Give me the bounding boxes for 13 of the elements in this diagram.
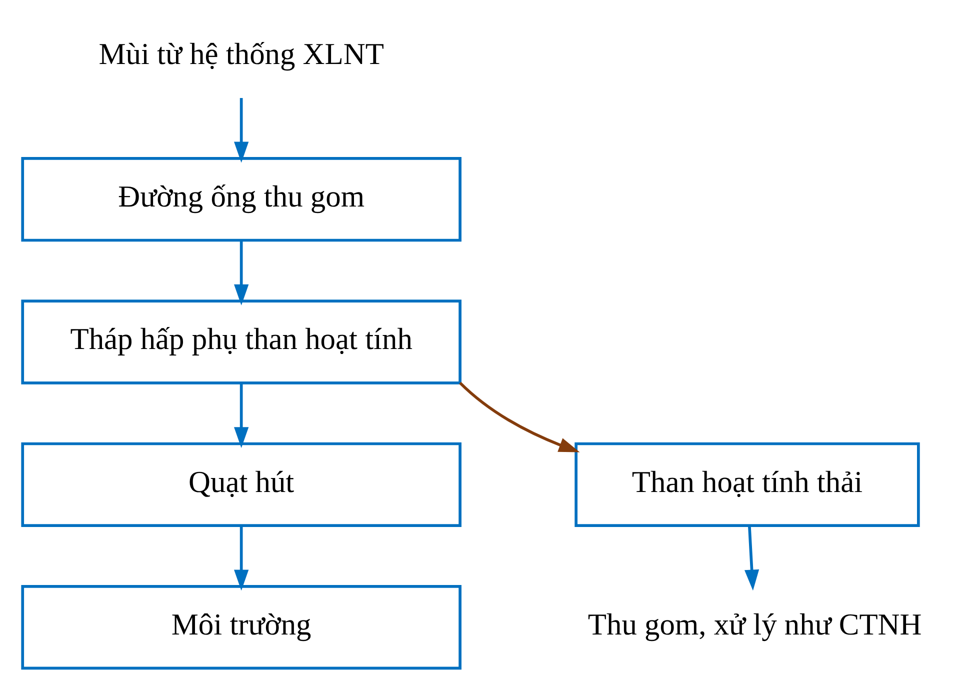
arrow xyxy=(234,526,249,591)
arrow xyxy=(234,98,249,163)
node-box: Quạt hút xyxy=(21,442,462,527)
node-box: Than hoạt tính thải xyxy=(574,442,920,527)
arrow xyxy=(744,526,760,591)
node-box: Tháp hấp phụ than hoạt tính xyxy=(21,300,462,384)
arrow xyxy=(234,383,249,448)
node-box: Đường ống thu gom xyxy=(21,157,462,242)
arrow xyxy=(234,240,249,306)
node-text: Mùi từ hệ thống XLNT xyxy=(98,36,384,71)
node-box: Môi trường xyxy=(21,584,462,670)
node-text: Thu gom, xử lý như CTNH xyxy=(588,608,922,642)
arrow xyxy=(459,382,580,452)
